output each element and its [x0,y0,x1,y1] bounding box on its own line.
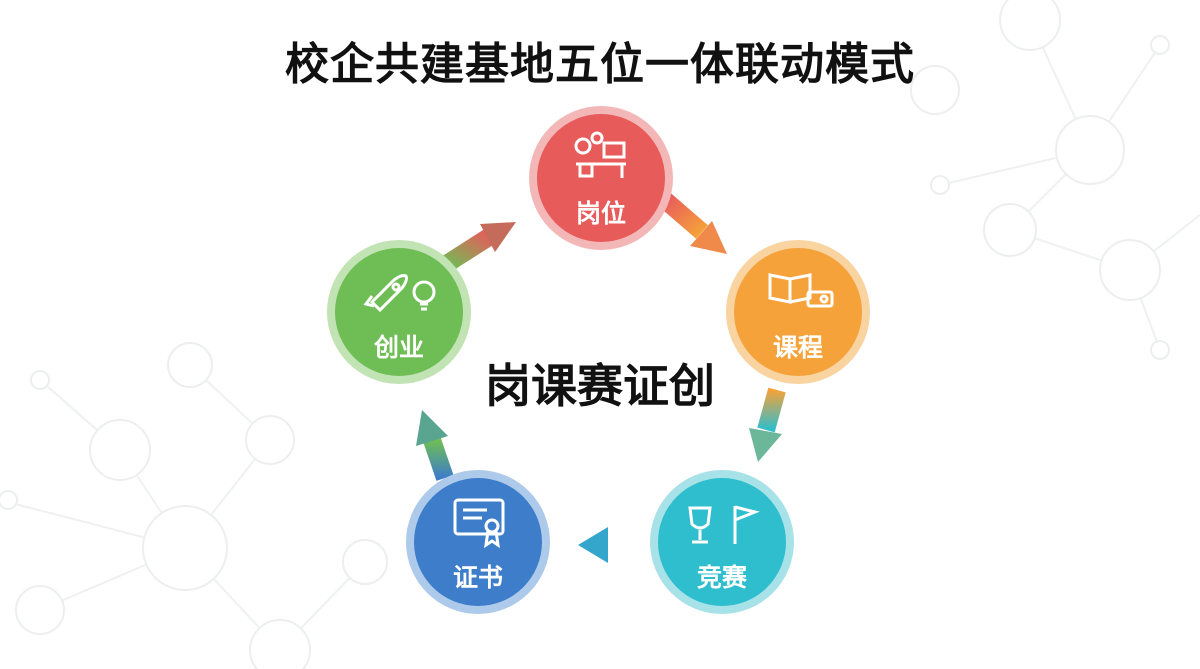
arrow-jingsai-to-zhengshu [578,527,655,563]
page-title: 校企共建基地五位一体联动模式 [285,39,915,90]
node-label-kecheng: 课程 [773,333,823,362]
arrow-kecheng-to-jingsai [749,387,786,462]
arrow-chuangye-to-gangwei [440,222,516,273]
certificate-icon [453,498,505,549]
rocket-bulb-icon [363,274,436,313]
trophy-flag-icon [688,505,760,544]
book-projector-icon [768,273,834,308]
center-label: 岗课赛证创 [485,359,715,413]
node-chuangye: 创业 [327,240,471,384]
arrow-gangwei-to-kecheng [659,193,727,254]
node-kecheng: 课程 [726,240,870,384]
node-zhengshu: 证书 [406,470,550,614]
node-label-gangwei: 岗位 [576,199,626,228]
node-jingsai: 竞赛 [650,470,794,614]
workstation-gears-icon [574,131,626,178]
arrow-zhengshu-to-chuangye [416,410,454,481]
node-label-jingsai: 竞赛 [697,563,748,592]
node-gangwei: 岗位 [529,106,673,250]
node-label-chuangye: 创业 [373,333,424,362]
node-label-zhengshu: 证书 [453,563,503,592]
